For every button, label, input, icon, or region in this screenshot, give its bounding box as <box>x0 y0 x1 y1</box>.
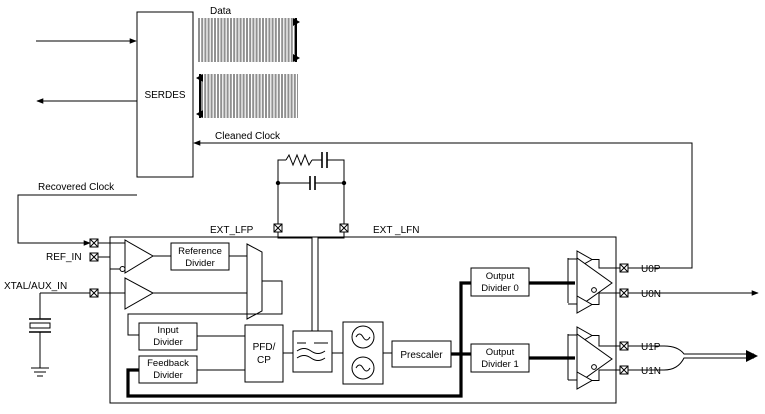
chip-boundary <box>109 236 617 404</box>
u1n-label: U1N <box>641 366 661 377</box>
input-divider-label: Input <box>157 325 178 336</box>
reference-divider-block <box>170 242 230 271</box>
vco-block <box>342 321 384 385</box>
u1p-label: U1P <box>641 342 661 353</box>
filter-wave-icon <box>296 342 328 361</box>
xtal-aux-in-pin-icon <box>89 288 99 298</box>
vco-oscillator-icon <box>351 325 375 380</box>
prescaler-label: Prescaler <box>400 350 443 361</box>
external-loop-filter <box>275 152 347 224</box>
ext-lfp-pin-icon <box>273 223 283 233</box>
output-divider-1-label-2: Divider 1 <box>481 359 519 370</box>
ext-lfn-pin-icon <box>339 223 349 233</box>
ext-lfp-label: EXT_LFP <box>210 225 254 236</box>
xtal-aux-in-label: XTAL/AUX_IN <box>4 281 67 292</box>
feedback-divider-block <box>138 355 198 384</box>
reference-divider-label-2: Divider <box>185 258 215 269</box>
output-divider-1-label: Output <box>486 347 515 358</box>
data-bus-lower-arrowheads <box>196 74 203 118</box>
reference-divider-label: Reference <box>178 246 222 257</box>
ref-in-label: REF_IN <box>46 252 82 263</box>
u0n-pin-icon <box>619 288 629 298</box>
pfd-cp-label-2: CP <box>257 355 271 366</box>
serdes-label: SERDES <box>144 90 185 101</box>
data-bus-lower <box>201 74 298 118</box>
cleaned-clock-label: Cleaned Clock <box>215 131 281 142</box>
pfd-cp-block <box>244 324 284 383</box>
xtal-buffer-icon <box>98 277 155 310</box>
u1-output-arrowhead <box>746 350 758 362</box>
ref-in-n-pin-icon <box>89 252 99 262</box>
u1p-pin-icon <box>619 341 629 351</box>
recovered-clock-label: Recovered Clock <box>38 182 115 193</box>
input-divider-block <box>138 322 198 351</box>
output-divider-0-label: Output <box>486 271 515 282</box>
serdes-block <box>136 11 194 178</box>
crystal-icon <box>29 292 90 368</box>
feedback-divider-label: Feedback <box>147 358 189 369</box>
input-mux-icon <box>246 243 263 320</box>
output-divider-1-block <box>470 343 530 373</box>
feedback-divider-label-2: Divider <box>153 370 183 381</box>
thick-path-output0 <box>451 281 471 356</box>
recovered-clock-line <box>17 194 137 246</box>
filter-resistor-icon <box>285 153 313 167</box>
data-label: Data <box>210 6 232 17</box>
data-bus-upper <box>198 18 295 62</box>
prescaler-block <box>391 340 452 368</box>
ref-in-pin-icon <box>89 238 99 248</box>
thick-path-feedback <box>126 354 463 398</box>
data-bus-upper-arrowheads <box>293 18 300 62</box>
u0p-label: U0P <box>641 264 661 275</box>
output-divider-0-block <box>470 267 530 297</box>
output-buffer-0-icon <box>567 250 620 314</box>
u1-output-arrow <box>628 345 754 371</box>
ref-in-buffer-icon <box>98 239 154 274</box>
output-buffer-1-icon <box>567 326 620 390</box>
pfd-cp-label: PFD/ <box>253 342 276 353</box>
u1n-pin-icon <box>619 365 629 375</box>
ground-icon <box>31 367 49 377</box>
output-divider-0-label-2: Divider 0 <box>481 283 519 294</box>
cleaned-clock-line <box>193 140 693 269</box>
input-divider-label-2: Divider <box>153 337 183 348</box>
ext-lfn-label: EXT _LFN <box>373 225 420 236</box>
u0n-label: U0N <box>641 289 661 300</box>
u0p-pin-icon <box>619 263 629 273</box>
